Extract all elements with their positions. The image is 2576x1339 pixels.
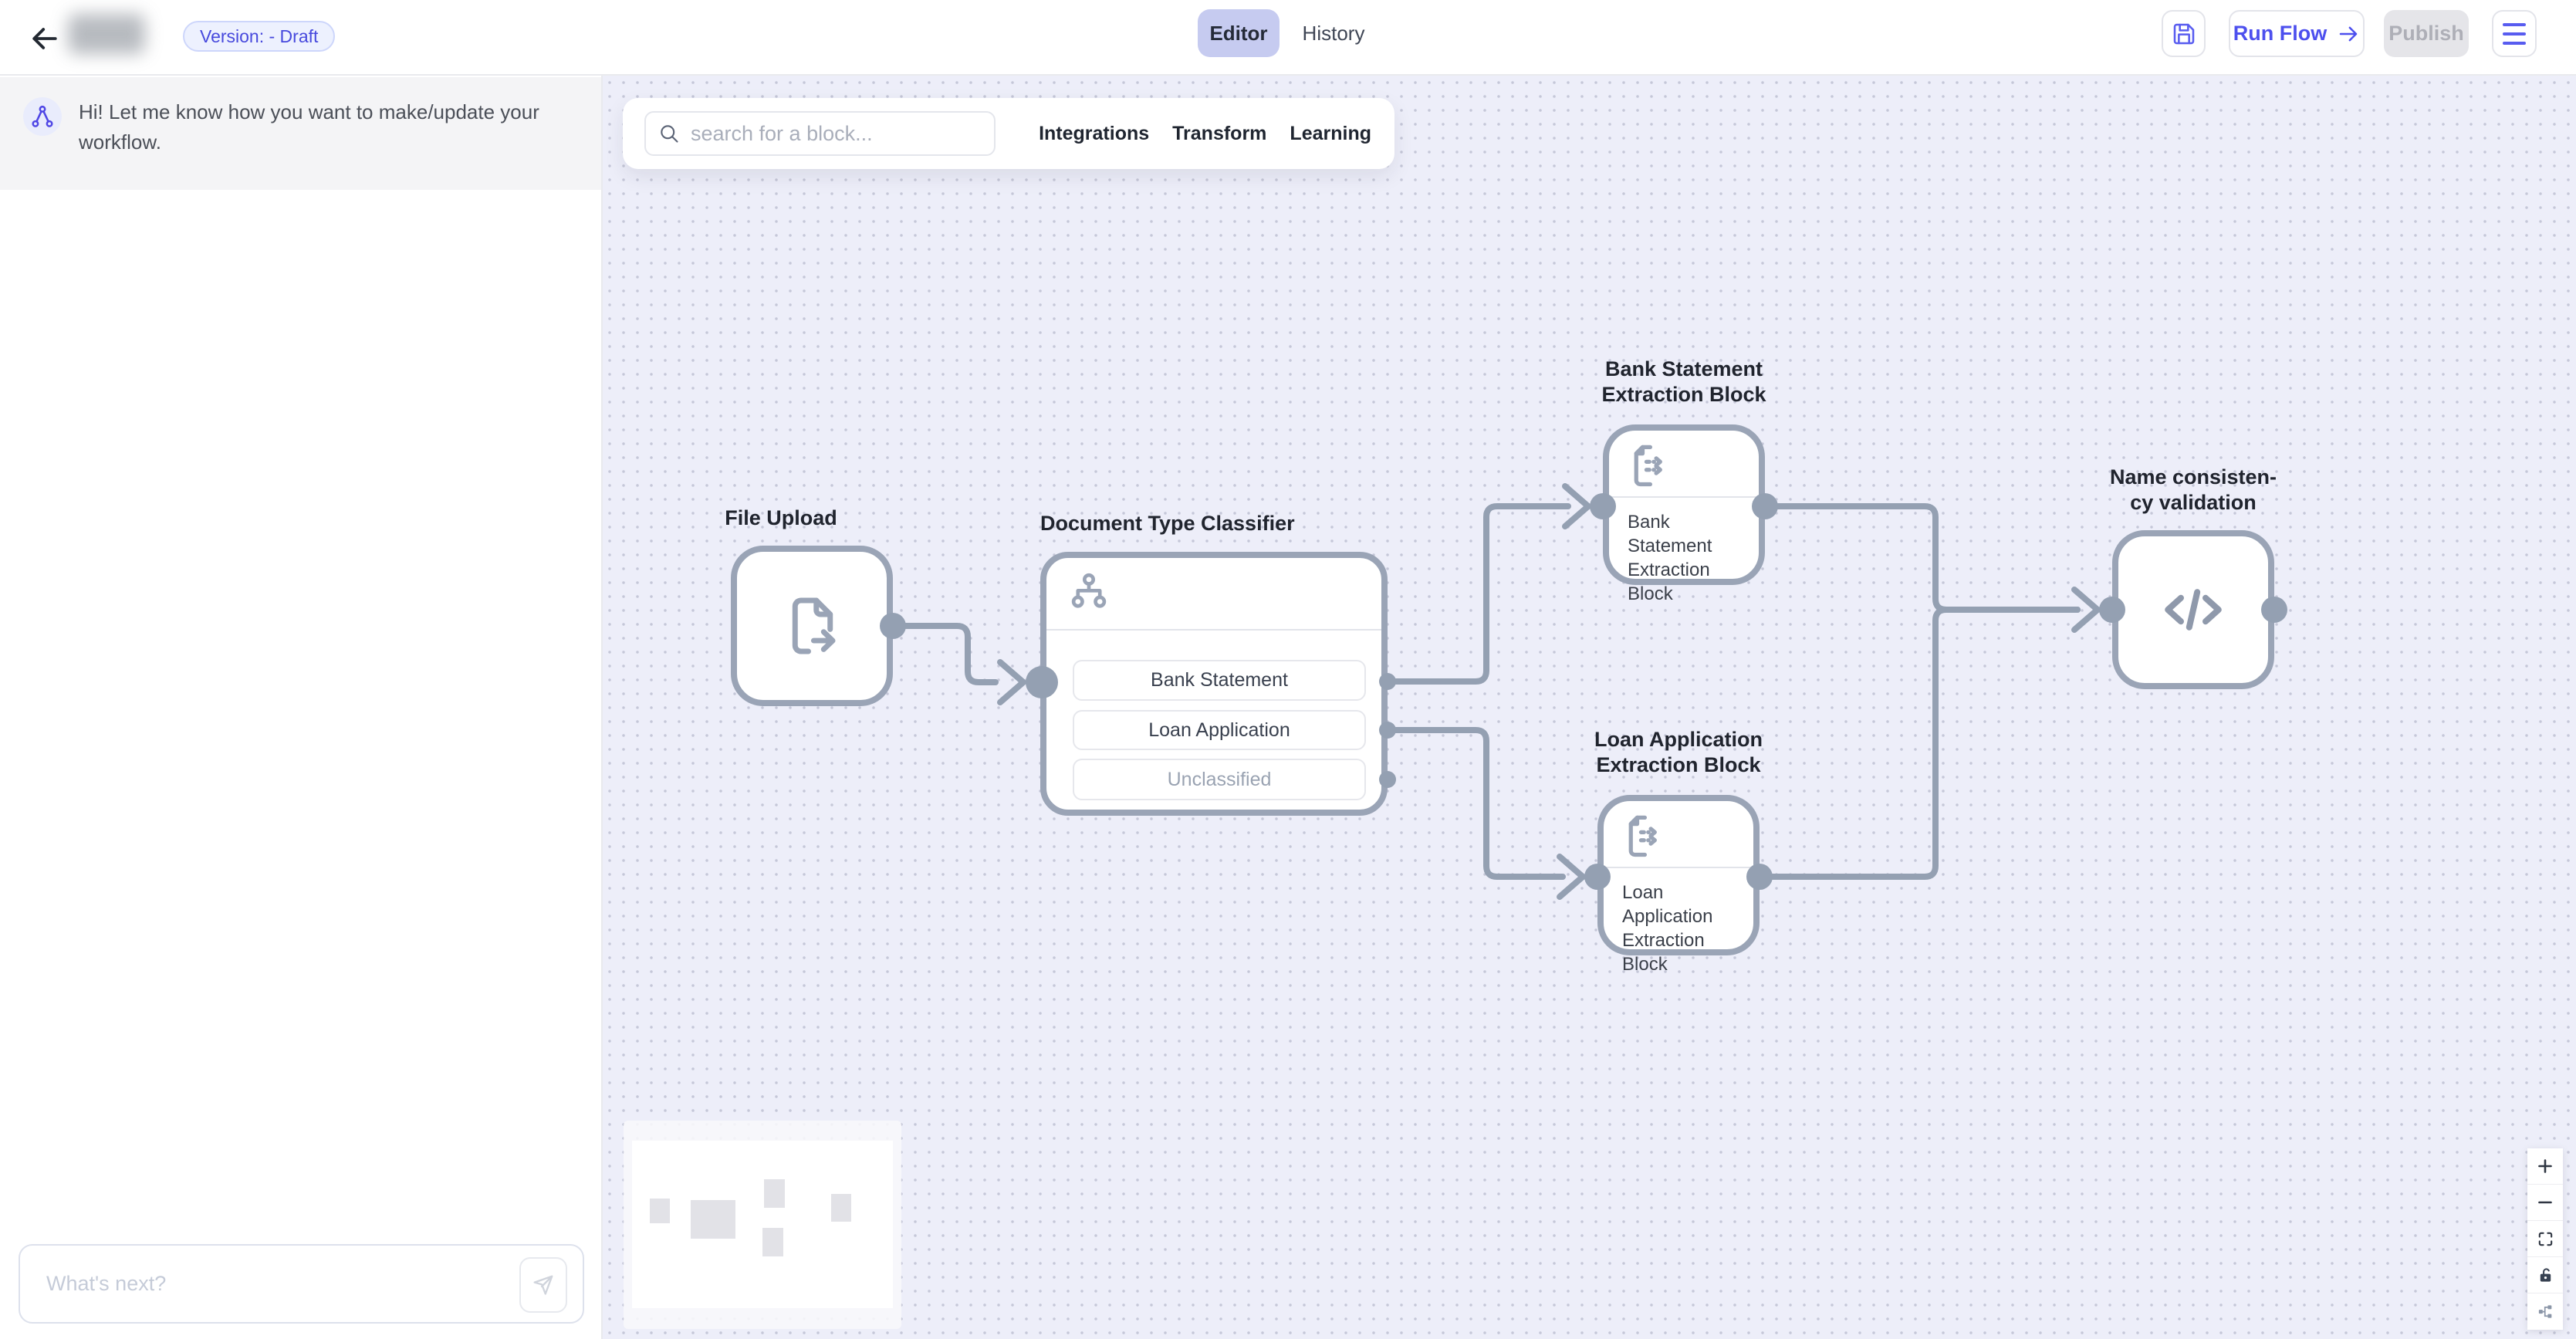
block-search-box xyxy=(644,111,996,156)
node-divider xyxy=(1046,629,1381,631)
node-bank-statement-extraction[interactable]: Bank Statement Extraction Block xyxy=(1603,424,1765,604)
layout-graph-button[interactable] xyxy=(2527,1293,2563,1330)
search-icon xyxy=(661,125,678,143)
zoom-in-button[interactable] xyxy=(2527,1148,2563,1185)
extraction-doc-icon xyxy=(1628,815,1657,857)
zoom-out-button[interactable] xyxy=(2527,1185,2563,1221)
tab-editor[interactable]: Editor xyxy=(1198,9,1280,57)
classifier-tree-icon xyxy=(1071,573,1107,608)
minimap-node xyxy=(691,1200,735,1239)
node-name-consistency-validation[interactable] xyxy=(2112,530,2274,689)
plus-icon xyxy=(2538,1159,2552,1173)
publish-button[interactable]: Publish xyxy=(2384,10,2469,57)
node-inner-label: Bank Statement Extraction Block xyxy=(1628,512,1712,604)
send-paper-plane-icon xyxy=(533,1275,553,1295)
node-loan-application-extraction[interactable]: Loan Application Extraction Block xyxy=(1597,795,1760,975)
assistant-message-text: Hi! Let me know how you want to make/upd… xyxy=(79,100,539,154)
tab-history[interactable]: History xyxy=(1302,21,1365,45)
version-badge: Version: - Draft xyxy=(183,21,336,52)
hamburger-menu-button[interactable] xyxy=(2492,10,2537,57)
unlock-icon xyxy=(2540,1267,2551,1282)
fit-view-button[interactable] xyxy=(2527,1221,2563,1257)
branch-network-icon xyxy=(2538,1305,2551,1318)
node-title-classifier: Document Type Classifier xyxy=(1040,512,1295,535)
extraction-doc-icon xyxy=(1634,445,1662,487)
assistant-avatar xyxy=(23,97,62,136)
minimap[interactable] xyxy=(624,1121,901,1329)
block-search-input[interactable] xyxy=(691,121,982,146)
chat-input[interactable] xyxy=(46,1246,478,1322)
node-file-upload[interactable] xyxy=(731,546,893,706)
file-export-icon xyxy=(792,597,836,654)
block-search-card: Integrations Transform Learning xyxy=(623,98,1394,169)
classifier-row-loan-application[interactable]: Loan Application xyxy=(1073,710,1366,750)
network-logo-icon xyxy=(32,105,53,127)
node-title-bank-extraction: Bank Statement Extraction Block xyxy=(1601,357,1766,406)
node-title-file-upload: File Upload xyxy=(725,506,837,529)
node-title-loan-extraction: Loan Application Extraction Block xyxy=(1594,728,1763,776)
save-button[interactable] xyxy=(2162,10,2206,57)
chat-input-box xyxy=(19,1244,584,1324)
flow-title-blurred xyxy=(68,14,145,54)
node-inner-label: Loan Application Extraction Block xyxy=(1622,882,1713,975)
minimap-viewport xyxy=(632,1141,893,1308)
back-button[interactable] xyxy=(26,20,63,57)
arrow-right-icon xyxy=(2339,26,2358,41)
assistant-sidebar: Hi! Let me know how you want to make/upd… xyxy=(0,76,603,1339)
block-search-menu: Integrations Transform Learning xyxy=(1039,98,1371,169)
node-title-name-validation: Name consisten- cy validation xyxy=(2109,465,2277,514)
canvas-controls xyxy=(2527,1148,2563,1330)
save-floppy-icon xyxy=(2173,23,2194,44)
run-flow-button[interactable]: Run Flow xyxy=(2229,10,2365,57)
lock-interactivity-button[interactable] xyxy=(2527,1257,2563,1293)
menu-item-learning[interactable]: Learning xyxy=(1290,122,1371,144)
send-button[interactable] xyxy=(519,1257,567,1313)
classifier-row-unclassified[interactable]: Unclassified xyxy=(1073,759,1366,800)
hamburger-icon xyxy=(2503,22,2526,26)
fit-view-icon xyxy=(2538,1232,2552,1246)
menu-item-integrations[interactable]: Integrations xyxy=(1039,122,1150,144)
assistant-message: Hi! Let me know how you want to make/upd… xyxy=(0,77,601,190)
menu-item-transform[interactable]: Transform xyxy=(1172,122,1267,144)
node-document-type-classifier[interactable]: Bank Statement Loan Application Unclassi… xyxy=(1040,552,1388,816)
minimap-node xyxy=(762,1228,783,1256)
classifier-row-bank-statement[interactable]: Bank Statement xyxy=(1073,660,1366,701)
run-flow-label: Run Flow xyxy=(2233,22,2328,45)
flow-canvas[interactable] xyxy=(603,76,2576,1339)
arrow-left-icon xyxy=(32,28,57,49)
node-divider xyxy=(1604,867,1753,868)
minimap-node xyxy=(650,1199,670,1223)
code-icon xyxy=(2165,589,2222,631)
minimap-node xyxy=(764,1179,785,1208)
top-bar: Version: - Draft Editor History Run Flow… xyxy=(0,0,2576,76)
node-divider xyxy=(1609,496,1759,498)
minimap-node xyxy=(831,1194,851,1222)
minus-icon xyxy=(2538,1201,2552,1204)
